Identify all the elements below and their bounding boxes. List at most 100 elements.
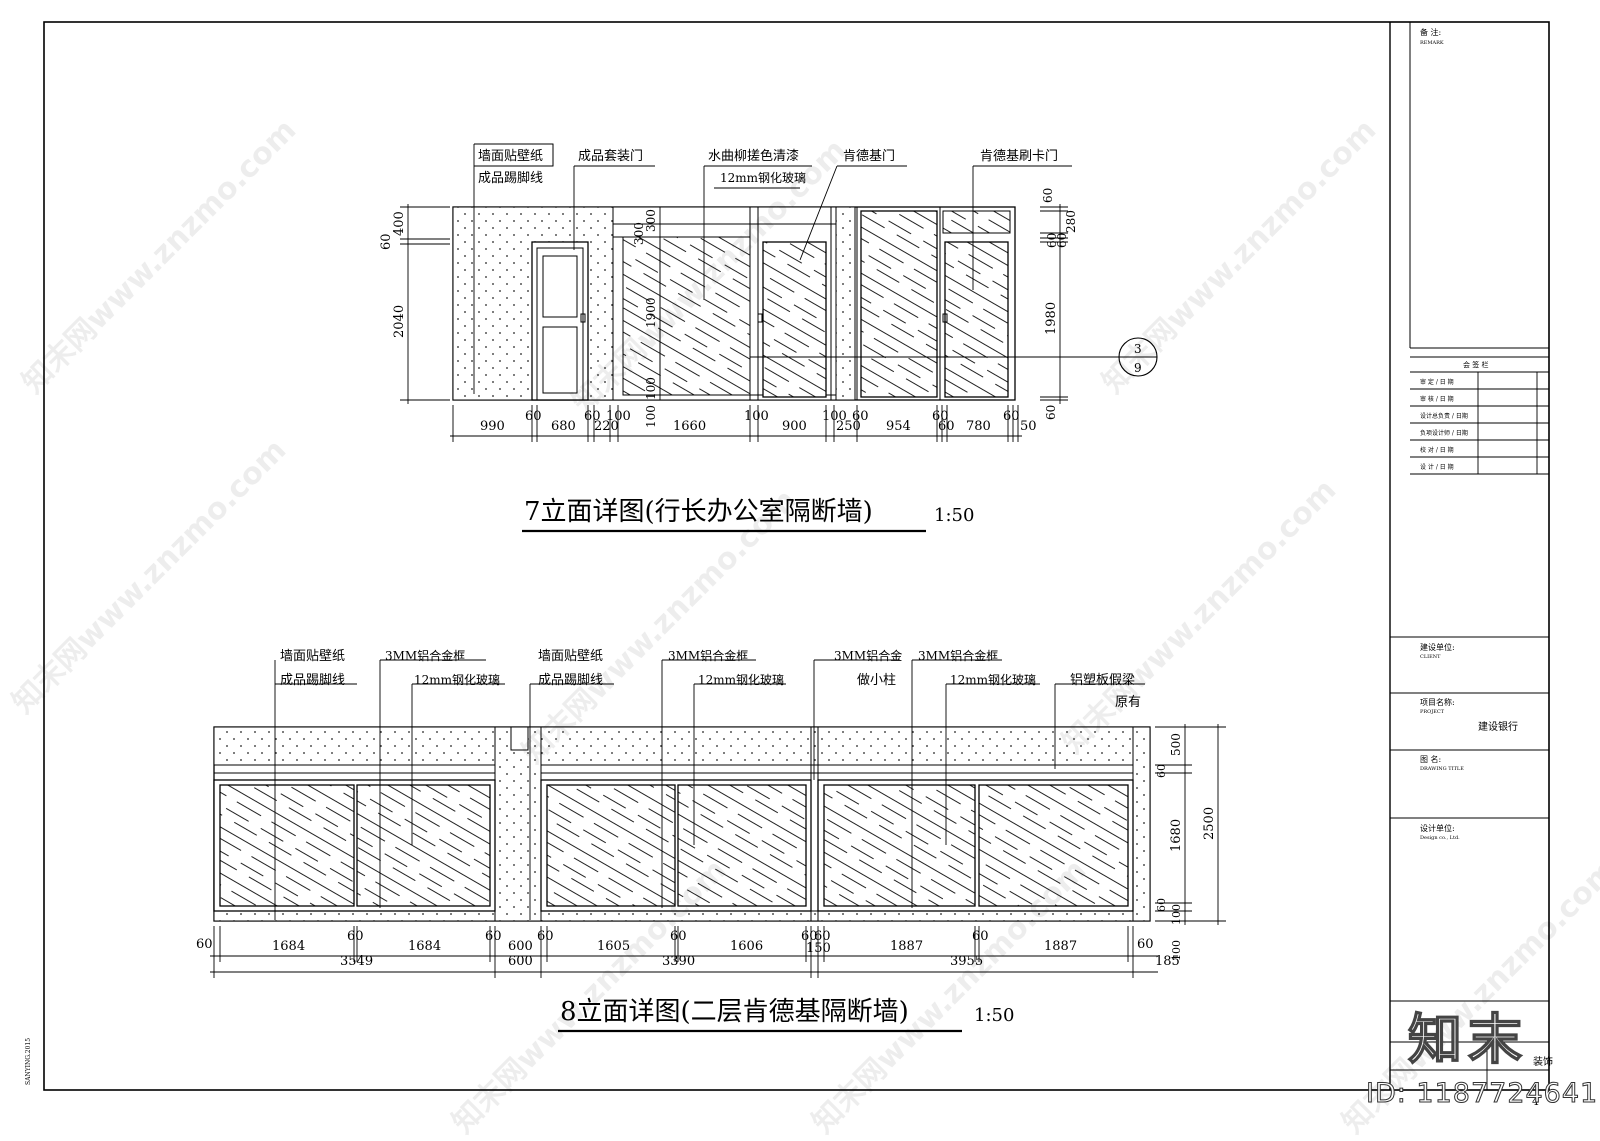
dim8-b14: 1887 [1044,939,1077,954]
dim7-b0: 990 [480,419,505,434]
tb-client: 建设单位: [1420,642,1455,652]
kfc-door [762,241,827,398]
dim8-b8: 60 [670,929,687,944]
dim7-b17: 50 [1020,419,1037,434]
dim7-i0: 300 [644,209,658,232]
dim8-r0: 500 [1169,733,1183,756]
label-glass-8a: 12mm钢化玻璃 [414,673,500,687]
title-8: 8立面详图(二层肯德基隔断墙) [560,997,909,1027]
tb-designer-en: Design co., Ltd. [1420,835,1460,841]
dim8-b10: 60 [801,929,818,944]
dim7-b4: 220 [594,419,619,434]
dim8-b12: 1887 [890,939,923,954]
label-beam: 铝塑板假梁 [1070,673,1135,688]
tb-designer: 设计单位: [1420,823,1455,833]
dim7-b7: 100 [744,409,769,424]
dim7-b8: 900 [782,419,807,434]
sheet-border [43,21,1550,1091]
tb-sign-0: 审 定 / 日 期 [1420,378,1454,386]
label-glass-8c: 12mm钢化玻璃 [950,673,1036,687]
dim7-b12: 954 [886,419,911,434]
dim7-b10: 250 [836,419,861,434]
label-frame-8c: 3MM铝合金框 [918,648,998,663]
scale-7: 1:50 [934,505,974,526]
tb-sheet-no: 4 [1532,1095,1539,1108]
label-frame-8b: 3MM铝合金框 [668,648,748,663]
dim7-b5: 100 [606,409,631,424]
label-glass-7: 12mm钢化玻璃 [720,171,806,185]
dim8-b11: 60 [814,929,831,944]
tb-project-name: 建设银行 [1478,720,1518,733]
dim8-r6: 2500 [1202,807,1217,840]
dim8-b6: 60 [537,929,554,944]
dim7-i3: 100 [644,377,658,400]
dim8-b15: 60 [1137,937,1154,952]
dim7-b13: 60 [932,409,949,424]
tb-drawing-label: 图 名: [1420,754,1441,764]
dim8-t2: 3390 [662,954,695,969]
tb-remarks: 备 注: [1420,27,1441,37]
callout-bottom: 9 [1134,361,1142,375]
tb-sign-column: 会 签 栏 [1463,360,1488,369]
dim8-r5: 100 [1170,940,1183,961]
label-existing: 原有 [1115,695,1141,710]
label-wallpaper-8b: 墙面贴壁纸 [538,649,603,664]
dim8-b0: 60 [196,937,213,952]
tb-sign-5: 设 计 / 日 期 [1420,463,1454,471]
dim8-b2: 60 [347,929,364,944]
tb-discipline: 装饰 [1533,1055,1553,1068]
dim8-b5: 600 [508,939,533,954]
dim7-r3: 60 [1055,233,1069,248]
dim8-b7: 1605 [597,939,630,954]
label-baseboard-7: 成品踢脚线 [478,170,543,186]
glass-8-1 [219,784,355,907]
tb-project-en: PROJECT [1420,709,1445,715]
side-note: SANYING.2015 [25,1038,32,1085]
elevation-8: 墙面贴壁纸 成品踢脚线 3MM铝合金框 12mm钢化玻璃 墙面贴壁纸 成品踢脚线… [196,648,1226,1033]
kfc-card-door [944,241,1009,398]
dim7-r5: 60 [1044,405,1058,420]
set-door [531,241,589,401]
callout-top: 3 [1134,342,1142,356]
tb-sign-3: 负项设计师 / 日期 [1420,429,1468,437]
dim8-t5: 185 [1155,954,1180,969]
tb-project-label: 项目名称: [1420,697,1455,707]
dim7-b14: 60 [938,419,955,434]
glass-panel-7b [860,210,938,398]
dim7-r0: 60 [1041,188,1055,203]
dim8-b13: 60 [972,929,989,944]
label-glass-8b: 12mm钢化玻璃 [698,673,784,687]
dim8-b9: 1606 [730,939,763,954]
label-post-b: 做小柱 [857,673,896,688]
dim7-b2: 680 [551,419,576,434]
watermark-logo: 知末 [1407,1007,1528,1072]
label-frame-8a: 3MM铝合金框 [385,648,465,663]
dim7-l2: 2040 [392,305,407,338]
dim7-l0: 400 [392,211,407,236]
dim7-r4: 1980 [1044,302,1059,335]
tb-sign-1: 审 核 / 日 期 [1420,395,1454,403]
dim8-b1: 1684 [272,939,305,954]
label-baseboard-8b: 成品踢脚线 [538,672,603,688]
dim7-b6: 1660 [673,419,706,434]
dim7-r1: 280 [1064,210,1078,233]
label-veneer: 水曲柳搓色清漆 [708,148,799,164]
watermark-id: ID: 1187724641 [1365,1078,1599,1110]
dim7-i2: 1900 [644,297,658,328]
dim8-r2: 1680 [1169,819,1184,852]
dim7-i1: 300 [632,222,646,245]
dim7-b16: 60 [1003,409,1020,424]
dim8-t3: 150 [806,941,831,956]
glass-panel-7a [622,236,751,396]
dim8-t4: 3955 [950,954,983,969]
label-wallpaper-8a: 墙面贴壁纸 [280,649,345,664]
label-wallpaper-7: 墙面贴壁纸 [478,149,543,164]
label-baseboard-8a: 成品踢脚线 [280,672,345,688]
tb-client-en: CLIENT [1420,654,1441,660]
tb-drawing-en: DRAWING TITLE [1420,766,1464,772]
dim7-b15: 780 [966,419,991,434]
glass-8-5 [823,784,976,907]
dim8-r1: 60 [1155,764,1168,778]
tb-sign-2: 设计总负责 / 日期 [1420,412,1468,420]
